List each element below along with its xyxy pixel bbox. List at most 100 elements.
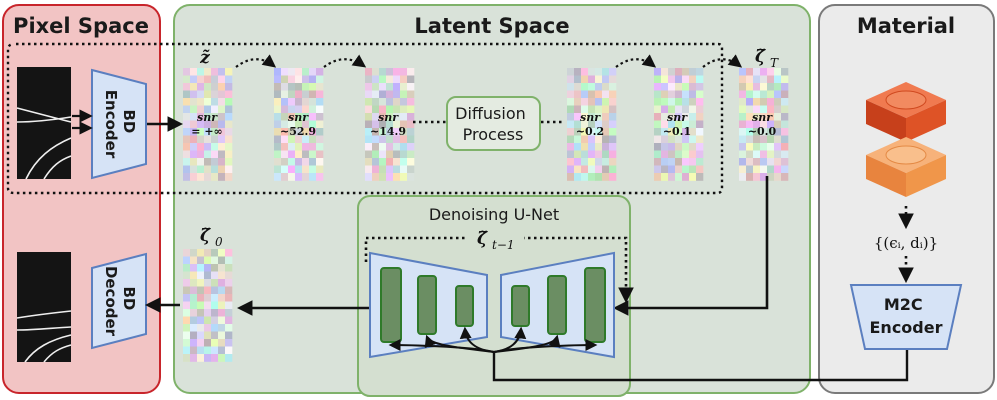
noise-pixel xyxy=(372,75,380,84)
noise-pixel xyxy=(204,279,212,287)
noise-pixel xyxy=(407,90,415,99)
noise-pixel xyxy=(295,68,303,76)
noise-pixel xyxy=(204,105,212,114)
noise-pixel xyxy=(274,98,282,106)
noise-pixel xyxy=(588,113,596,121)
bd-decoder-block xyxy=(91,252,147,350)
noise-pixel xyxy=(372,83,380,91)
noise-pixel xyxy=(274,90,282,99)
noise-pixel xyxy=(295,105,303,114)
noise-pixel xyxy=(567,105,575,114)
snr-word-3: snr xyxy=(580,111,601,124)
noise-pixel xyxy=(654,83,662,91)
noise-pixel xyxy=(675,128,683,136)
snr-word-2: snr xyxy=(378,111,399,124)
noise-pixel xyxy=(668,105,676,114)
noise-pixel xyxy=(204,98,212,106)
noise-pixel xyxy=(204,324,212,332)
diffusion-process-line2: Process xyxy=(463,125,524,144)
noise-pixel xyxy=(316,83,324,91)
noise-pixel xyxy=(595,128,603,136)
noise-pixel xyxy=(316,90,324,99)
noise-pixel xyxy=(281,128,289,136)
unet-bar-3 xyxy=(455,285,474,327)
noise-pixel xyxy=(204,331,212,340)
material-stack-icon xyxy=(866,82,946,197)
noise-pixel xyxy=(204,75,212,84)
noise-pixel xyxy=(689,75,697,84)
noise-pixel xyxy=(365,90,373,99)
noise-pixel xyxy=(595,83,603,91)
noise-pixel xyxy=(183,354,191,362)
noise-pixel xyxy=(696,143,704,151)
noise-pixel xyxy=(696,68,704,76)
noise-pixel xyxy=(204,68,212,76)
snr-value-2: ~14.9 xyxy=(370,125,406,138)
noise-pixel xyxy=(746,120,754,129)
output-image xyxy=(16,252,72,363)
label-zeta-prev-sub: t−1 xyxy=(492,238,515,252)
noise-pixel xyxy=(225,158,233,166)
noise-pixel xyxy=(407,165,415,174)
noise-pixel xyxy=(204,339,212,347)
noise-pixel xyxy=(190,68,198,76)
noise-pixel xyxy=(190,165,198,174)
noise-pixel xyxy=(400,90,408,99)
noise-pixel xyxy=(602,120,610,129)
noise-pixel xyxy=(574,75,582,84)
noise-pixel xyxy=(407,135,415,144)
noise-pixel xyxy=(753,90,761,99)
unet-bar-5 xyxy=(547,275,567,335)
snr-label-5: snr~0.0 xyxy=(748,111,777,138)
noise-pixel xyxy=(696,135,704,144)
noise-pixel xyxy=(183,309,191,317)
noise-pixel xyxy=(767,135,775,144)
noise-pixel xyxy=(581,165,589,174)
noise-pixel xyxy=(689,150,697,159)
noise-pixel xyxy=(197,279,205,287)
noise-pixel xyxy=(407,143,415,151)
noise-pixel xyxy=(204,294,212,302)
noise-pixel xyxy=(197,128,205,136)
noise-pixel xyxy=(767,120,775,129)
noise-pixel xyxy=(302,128,310,136)
noise-pixel xyxy=(316,143,324,151)
noise-pixel xyxy=(218,264,226,272)
noise-pixel xyxy=(225,128,233,136)
snr-value-1: ~52.9 xyxy=(280,125,316,138)
noise-pixel xyxy=(288,105,296,114)
noise-pixel xyxy=(588,143,596,151)
noise-pixel xyxy=(753,150,761,159)
noise-pixel xyxy=(386,158,394,166)
noise-pixel xyxy=(774,75,782,84)
zeta-prev-label-bg xyxy=(466,226,524,250)
noise-pixel xyxy=(204,346,212,355)
noise-pixel xyxy=(288,75,296,84)
latent-snr-14 xyxy=(365,68,415,181)
latent-space-title: Latent Space xyxy=(414,14,569,38)
noise-pixel xyxy=(218,68,226,76)
noise-pixel xyxy=(190,75,198,84)
noise-pixel xyxy=(661,90,669,99)
noise-pixel xyxy=(767,68,775,76)
noise-pixel xyxy=(190,158,198,166)
noise-pixel xyxy=(696,158,704,166)
noise-pixel xyxy=(281,120,289,129)
noise-pixel xyxy=(197,271,205,280)
noise-pixel xyxy=(190,324,198,332)
noise-pixel xyxy=(309,143,317,151)
latent-zeta-0 xyxy=(183,249,233,362)
noise-pixel xyxy=(309,90,317,99)
noise-pixel xyxy=(386,120,394,129)
noise-pixel xyxy=(609,68,617,76)
label-zeta-prev: ζ̃ t−1 xyxy=(477,229,515,252)
noise-pixel xyxy=(661,128,669,136)
noise-pixel xyxy=(225,324,233,332)
noise-pixel xyxy=(781,165,789,174)
noise-pixel xyxy=(574,143,582,151)
noise-pixel xyxy=(302,68,310,76)
noise-pixel xyxy=(581,150,589,159)
noise-pixel xyxy=(393,83,401,91)
noise-pixel xyxy=(211,286,219,295)
noise-pixel xyxy=(379,105,387,114)
